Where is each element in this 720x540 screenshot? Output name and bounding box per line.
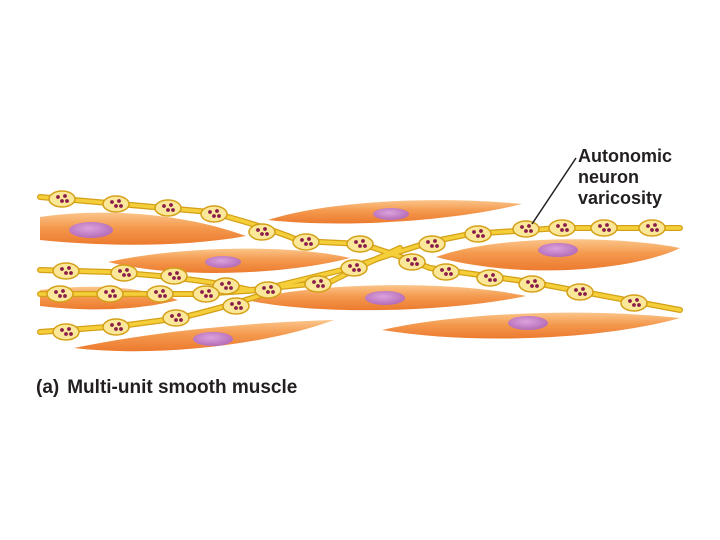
varicosity-label-line-2: neuron [578,167,672,188]
varicosity [97,286,123,302]
figure-caption: (a) Multi-unit smooth muscle [36,377,297,399]
varicosity [567,284,593,300]
varicosity [155,200,181,216]
varicosity-label-line-3: varicosity [578,188,672,209]
varicosity [53,324,79,340]
varicosity [47,286,73,302]
figure-caption-tag: (a) [36,377,59,398]
nucleus [69,222,113,238]
varicosity [147,286,173,302]
nucleus [373,208,409,220]
varicosity [305,276,331,292]
varicosity [249,224,275,240]
figure-caption-text: Multi-unit smooth muscle [67,377,297,398]
nucleus [365,291,405,305]
varicosity [49,191,75,207]
varicosity [513,221,539,237]
varicosity [255,282,281,298]
varicosity [621,295,647,311]
varicosity [163,310,189,326]
varicosity [419,236,445,252]
varicosity [399,254,425,270]
nucleus [193,332,233,346]
varicosity [161,268,187,284]
varicosity [433,264,459,280]
callout-leader-line [532,158,576,224]
varicosity [293,234,319,250]
varicosity [193,286,219,302]
varicosity [111,265,137,281]
varicosity [341,260,367,276]
varicosity [201,206,227,222]
varicosity-label-line-1: Autonomic [578,146,672,167]
nucleus [508,316,548,330]
varicosity [549,220,575,236]
varicosity [347,236,373,252]
varicosity-label: Autonomic neuron varicosity [578,146,672,209]
varicosity [591,220,617,236]
nucleus [538,243,578,257]
varicosity [519,276,545,292]
varicosity [639,220,665,236]
varicosity [223,298,249,314]
nucleus [205,256,241,268]
varicosity [103,196,129,212]
varicosity [477,270,503,286]
varicosity [465,226,491,242]
varicosity [103,319,129,335]
varicosity [53,263,79,279]
